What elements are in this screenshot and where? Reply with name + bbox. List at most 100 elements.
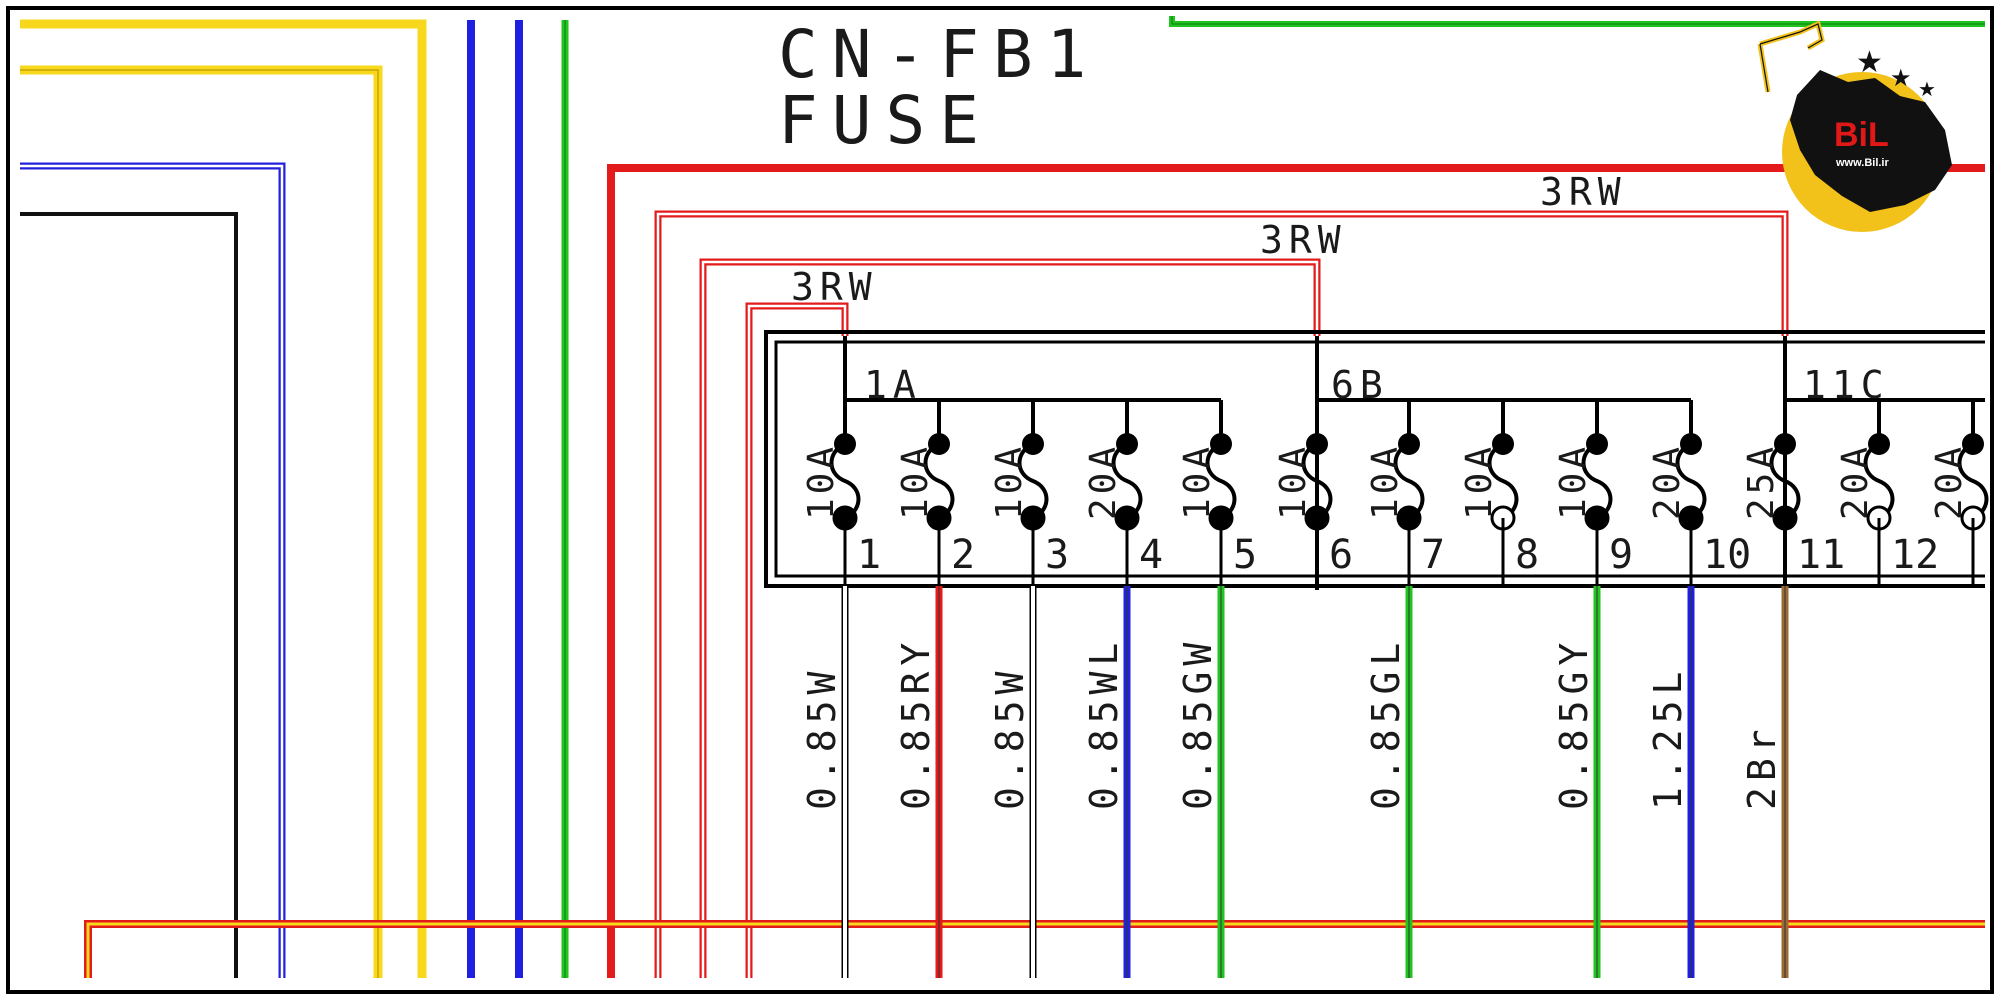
fuse-element bbox=[1675, 442, 1707, 520]
fuse-11: 25A 11 2Br bbox=[1740, 400, 1845, 978]
fuse-rating: 10A bbox=[989, 443, 1030, 520]
logo-map-shape bbox=[1790, 70, 1952, 212]
bil-logo: BiL www.Bil.ir ★ ★ ★ bbox=[1757, 20, 1952, 232]
wire-spec-label: 1.25L bbox=[1646, 666, 1690, 810]
feed-11c-core bbox=[656, 212, 1787, 978]
fuse-terminal-top bbox=[1116, 433, 1138, 455]
fuse-rating: 20A bbox=[1647, 443, 1688, 520]
fuse-number: 2 bbox=[951, 532, 975, 578]
feed-6b-core bbox=[701, 260, 1319, 978]
wire-spec-label: 0.85GL bbox=[1364, 637, 1408, 810]
fuse-10: 20A 10 1.25L bbox=[1646, 400, 1751, 978]
connector-name: CN-FB1 bbox=[778, 16, 1100, 93]
top-green-wire-core bbox=[1171, 16, 1985, 25]
supply-label-6b: 3RW bbox=[1260, 218, 1347, 262]
fuse-terminal-top bbox=[928, 433, 950, 455]
fuse-rating: 10A bbox=[1177, 443, 1218, 520]
fuse-number: 11 bbox=[1797, 532, 1845, 578]
fuse-element bbox=[1301, 442, 1333, 520]
fuse-element bbox=[829, 442, 861, 520]
wire-spec-label: 0.85GY bbox=[1552, 637, 1596, 810]
fuse-number: 8 bbox=[1515, 532, 1539, 578]
fuse-terminal-top bbox=[1962, 433, 1984, 455]
logo-star-1: ★ bbox=[1856, 45, 1883, 80]
fuse-number: 6 bbox=[1329, 532, 1353, 578]
logo-star-2: ★ bbox=[1890, 64, 1912, 92]
group-label-6b: 6B bbox=[1331, 363, 1389, 407]
fuse-rating: 10A bbox=[1553, 443, 1594, 520]
supply-label-1a: 3RW bbox=[791, 265, 878, 309]
fuse-terminal-top bbox=[1306, 433, 1328, 455]
fuse-rating: 10A bbox=[1273, 443, 1314, 520]
logo-brand: BiL bbox=[1834, 116, 1889, 154]
fuse-box bbox=[764, 330, 1985, 588]
fuse-element bbox=[1393, 442, 1425, 520]
wire-spec-label: 0.85W bbox=[800, 666, 844, 810]
fuse-rating: 10A bbox=[895, 443, 936, 520]
fuse-4: 20A 4 0.85WL bbox=[1082, 400, 1163, 978]
fuse-terminal-top bbox=[1774, 433, 1796, 455]
wire-spec-label: 0.85GW bbox=[1176, 637, 1220, 810]
fuse-element bbox=[923, 442, 955, 520]
fuse-2: 10A 2 0.85RY bbox=[894, 400, 975, 978]
fuse-rating: 10A bbox=[1365, 443, 1406, 520]
wire-spec-label: 0.85WL bbox=[1082, 637, 1126, 810]
wire-spec-label: 0.85W bbox=[988, 666, 1032, 810]
fuse-element bbox=[1205, 442, 1237, 520]
fuse-rating: 20A bbox=[1083, 443, 1124, 520]
fuse-terminal-top bbox=[1398, 433, 1420, 455]
wire-spec-label: 2Br bbox=[1740, 723, 1784, 810]
fuse-number: 10 bbox=[1703, 532, 1751, 578]
supply-feeds bbox=[654, 210, 1789, 978]
component-name: FUSE bbox=[778, 82, 993, 159]
black-wire bbox=[20, 212, 238, 978]
fuse-rating: 10A bbox=[801, 443, 842, 520]
fuse-rating: 25A bbox=[1741, 443, 1782, 520]
fuse-number: 7 bbox=[1421, 532, 1445, 578]
fuse-row: 10A10.85W10A20.85RY10A30.85W20A40.85WL10… bbox=[800, 400, 1989, 978]
fuse-terminal-top bbox=[1680, 433, 1702, 455]
fuse-element bbox=[1863, 442, 1895, 520]
feed-1a-core bbox=[747, 304, 847, 978]
fuse-element bbox=[1581, 442, 1613, 520]
fuse-element bbox=[1111, 442, 1143, 520]
fuse-element bbox=[1487, 442, 1519, 520]
logo-star-3: ★ bbox=[1918, 77, 1936, 101]
group-label-11c: 11C bbox=[1803, 363, 1890, 407]
fuse-terminal-top bbox=[1022, 433, 1044, 455]
fuse-7: 10A 7 0.85GL bbox=[1364, 400, 1445, 978]
fuse-rating: 20A bbox=[1835, 443, 1876, 520]
fuse-12: 20A 12 bbox=[1835, 400, 1939, 586]
fuse-number: 3 bbox=[1045, 532, 1069, 578]
fuse-number: 12 bbox=[1891, 532, 1939, 578]
fuse-terminal-top bbox=[1210, 433, 1232, 455]
logo-excavator-arm-edge bbox=[1759, 23, 1823, 93]
fuse-element bbox=[1957, 442, 1989, 520]
yellow-wire-outer bbox=[20, 19, 427, 978]
fuse-rating: 10A bbox=[1459, 443, 1500, 520]
fuse-number: 5 bbox=[1233, 532, 1257, 578]
fuse-box-outer-border bbox=[764, 330, 1985, 588]
fuse-terminal-top bbox=[1586, 433, 1608, 455]
yellow-wire-inner-core bbox=[20, 69, 379, 978]
supply-label-11c: 3RW bbox=[1540, 170, 1627, 214]
fuse-6: 10A 6 bbox=[1273, 400, 1353, 586]
main-red-supply bbox=[607, 164, 1985, 978]
fuse-3: 10A 3 0.85W bbox=[988, 400, 1069, 978]
bottom-red-yellow-wire-core bbox=[86, 922, 1985, 978]
left-wire-bundle bbox=[20, 19, 569, 978]
fuse-element bbox=[1017, 442, 1049, 520]
fuse-terminal-top bbox=[1492, 433, 1514, 455]
fuse-number: 4 bbox=[1139, 532, 1163, 578]
logo-url: www.Bil.ir bbox=[1835, 157, 1889, 169]
wire-spec-label: 0.85RY bbox=[894, 637, 938, 810]
group-label-1a: 1A bbox=[864, 363, 922, 407]
fuse-rating: 20A bbox=[1929, 443, 1970, 520]
fuse-8: 10A 8 bbox=[1459, 400, 1539, 586]
fuse-element bbox=[1769, 442, 1801, 520]
fuse-terminal-top bbox=[834, 433, 856, 455]
blue-white-wire-core bbox=[20, 164, 284, 978]
fuse-5: 10A 5 0.85GW bbox=[1176, 400, 1257, 978]
